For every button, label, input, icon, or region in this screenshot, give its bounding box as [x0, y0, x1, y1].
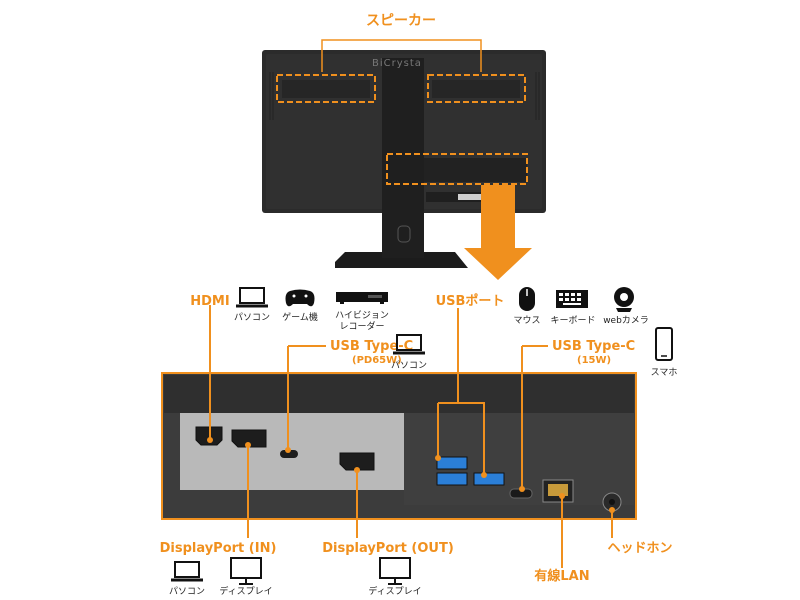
- displayport-in-port: [231, 429, 267, 448]
- hdmi-label: HDMI: [190, 294, 229, 309]
- hdmi-device-caption: パソコン: [234, 312, 270, 323]
- zoom-arrow: [464, 185, 532, 280]
- port-panel: [161, 372, 637, 520]
- usb-a-port-3: [473, 472, 505, 486]
- usbc-15w-label: USB Type-C: [552, 339, 635, 354]
- dp-out-label: DisplayPort (OUT): [322, 541, 454, 556]
- callout-dots: [207, 437, 615, 513]
- usb-device-caption: webカメラ: [603, 315, 649, 326]
- dp-in-label: DisplayPort (IN): [160, 541, 277, 556]
- usb-port-label: USBポート: [436, 293, 505, 309]
- hdmi-device-caption: ハイビジョンレコーダー: [335, 310, 389, 332]
- dp-in-device-caption: パソコン: [169, 586, 205, 597]
- lan-label: 有線LAN: [534, 568, 589, 584]
- usb-device-caption: キーボード: [550, 315, 595, 326]
- dp-in-device-caption: ディスプレイ: [219, 585, 272, 597]
- usb-device-caption: マウス: [513, 315, 540, 326]
- usb-a-port-1: [436, 456, 468, 470]
- keyboard-icon: [556, 290, 588, 308]
- usbc-pd65-device-caption: パソコン: [391, 360, 427, 371]
- display-icon: [230, 557, 262, 585]
- speaker-label: スピーカー: [366, 13, 436, 29]
- gamepad-icon: [285, 289, 315, 307]
- smartphone-icon: [655, 327, 673, 361]
- laptop-icon: [171, 561, 203, 582]
- monitor-rear-view: BiCrysta スピーカー: [262, 13, 546, 280]
- usbc-pd65-label: USB Type-C: [330, 339, 413, 354]
- speaker-highlight-left: [276, 74, 376, 103]
- port-highlight: [386, 153, 528, 185]
- usbc-15w-sublabel: (15W): [577, 355, 611, 366]
- usbc-pd65-port: [280, 450, 298, 458]
- usbc-pd65-sublabel: (PD65W): [352, 355, 402, 366]
- brand-logo: BiCrysta: [372, 58, 422, 69]
- laptop-icon: [393, 334, 425, 355]
- speaker-grille-right: [432, 80, 520, 98]
- stand-base: [335, 252, 468, 268]
- hdmi-device-caption: ゲーム機: [282, 311, 318, 323]
- speaker-bracket: [321, 39, 482, 72]
- webcam-icon: [614, 287, 634, 312]
- mouse-icon: [519, 287, 535, 311]
- usbc-15w-device-caption: スマホ: [651, 367, 678, 378]
- speaker-highlight-right: [427, 74, 526, 103]
- usb-a-port-2: [436, 472, 468, 486]
- stand-column: [382, 58, 424, 258]
- vents: [269, 72, 540, 120]
- headphone-label: ヘッドホン: [607, 541, 672, 556]
- recorder-icon: [336, 292, 388, 304]
- laptop-icon: [236, 287, 268, 308]
- callout-lines: [209, 305, 613, 568]
- speaker-grille-left: [282, 80, 370, 98]
- dp-out-device-caption: ディスプレイ: [368, 585, 421, 597]
- display-icon: [379, 557, 411, 585]
